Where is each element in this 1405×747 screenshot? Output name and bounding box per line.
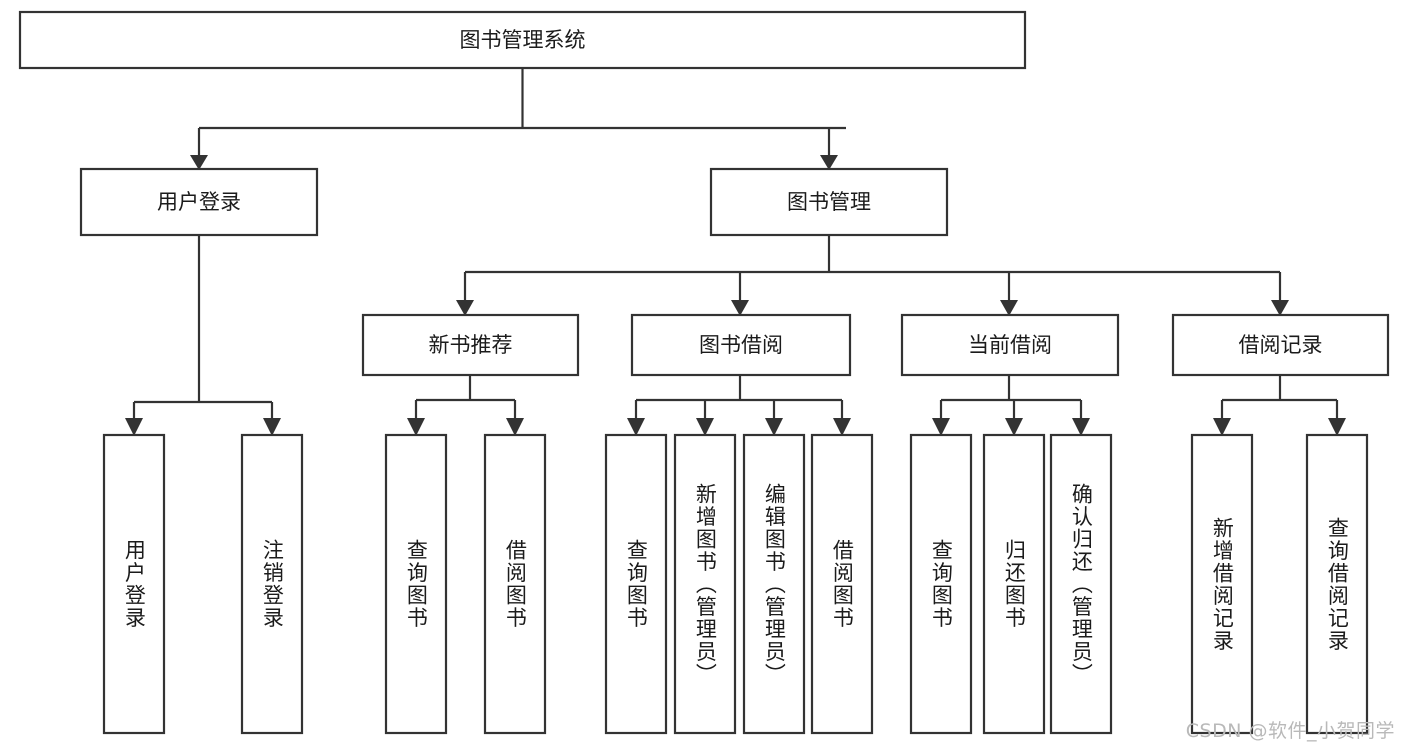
node-new-book-recommend-box[interactable] — [361, 313, 580, 377]
node-root-label: 图书管理系统 — [460, 28, 586, 52]
leaf-add-record-box[interactable] — [1190, 433, 1254, 735]
leaf-user-login-box[interactable] — [102, 433, 166, 735]
arrow-to-book-manage — [820, 155, 838, 170]
node-user-login[interactable]: 用户登录 — [79, 167, 319, 237]
arrow-to-borrow-record — [1271, 300, 1289, 316]
arrowhead-group — [125, 155, 1346, 436]
leaf-borrow-book-2-box[interactable] — [810, 433, 874, 735]
leaf-query-book-3-box[interactable] — [909, 433, 973, 735]
leaf-borrow-book-1-box[interactable] — [483, 433, 547, 735]
leaf-user-logout-box[interactable] — [240, 433, 304, 735]
arrow-to-book-borrow — [731, 300, 749, 316]
arrow-to-leaf-borrow-book-1 — [506, 418, 524, 436]
arrow-to-leaf-user-logout — [263, 418, 281, 436]
arrow-to-leaf-edit-book — [765, 418, 783, 436]
leaf-query-book-1-box[interactable] — [384, 433, 448, 735]
node-book-borrow-label: 图书借阅 — [699, 333, 783, 357]
leaf-edit-book-box[interactable] — [742, 433, 806, 735]
node-current-borrow[interactable]: 当前借阅 — [900, 313, 1120, 377]
arrow-to-leaf-add-book — [696, 418, 714, 436]
node-new-book-recommend-label: 新书推荐 — [429, 333, 513, 357]
arrow-to-leaf-return-book — [1005, 418, 1023, 436]
node-borrow-record-box[interactable] — [1171, 313, 1390, 377]
node-book-manage-box[interactable] — [709, 167, 949, 237]
node-current-borrow-label: 当前借阅 — [968, 333, 1052, 357]
node-root[interactable]: 图书管理系统 — [18, 10, 1027, 70]
arrow-to-leaf-query-book-1 — [407, 418, 425, 436]
node-book-manage-label: 图书管理 — [787, 190, 871, 214]
node-borrow-record-label: 借阅记录 — [1239, 333, 1323, 357]
node-new-book-recommend[interactable]: 新书推荐 — [361, 313, 580, 377]
leaf-query-record-box[interactable] — [1305, 433, 1369, 735]
node-book-borrow-box[interactable] — [630, 313, 852, 377]
arrow-to-current-borrow — [1000, 300, 1018, 316]
node-user-login-box[interactable] — [79, 167, 319, 237]
arrow-to-leaf-borrow-book-2 — [833, 418, 851, 436]
leaf-confirm-return-box[interactable] — [1049, 433, 1113, 735]
node-book-borrow[interactable]: 图书借阅 — [630, 313, 852, 377]
node-root-box[interactable] — [18, 10, 1027, 70]
arrow-to-leaf-add-record — [1213, 418, 1231, 436]
leaf-add-book-box[interactable] — [673, 433, 737, 735]
connector-group — [132, 68, 1339, 421]
arrow-to-leaf-query-book-2 — [627, 418, 645, 436]
node-user-login-label: 用户登录 — [157, 190, 241, 214]
leaf-query-book-2-box[interactable] — [604, 433, 668, 735]
arrow-to-leaf-confirm-return — [1072, 418, 1090, 436]
csdn-watermark: CSDN @软件_小贺同学 — [1185, 720, 1395, 742]
leaf-return-book-box[interactable] — [982, 433, 1046, 735]
arrow-to-new-book-recommend — [456, 300, 474, 316]
leaf-box-group — [102, 433, 1369, 735]
node-book-manage[interactable]: 图书管理 — [709, 167, 949, 237]
arrow-to-leaf-user-login — [125, 418, 143, 436]
node-current-borrow-box[interactable] — [900, 313, 1120, 377]
arrow-to-leaf-query-book-3 — [932, 418, 950, 436]
arrow-to-user-login — [190, 155, 208, 170]
arrow-to-leaf-query-record — [1328, 418, 1346, 436]
node-borrow-record[interactable]: 借阅记录 — [1171, 313, 1390, 377]
